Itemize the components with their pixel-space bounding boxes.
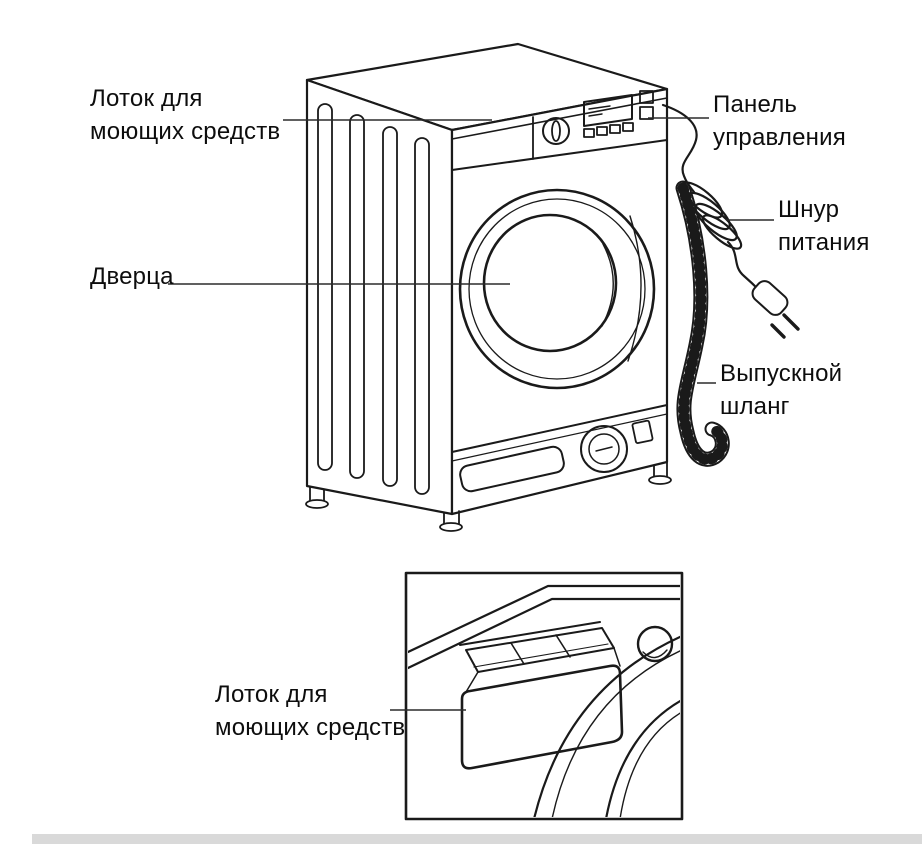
inset-worktop-front-edge <box>408 597 680 670</box>
label-drain-hose: Выпускной шланг <box>720 360 843 420</box>
panel-bottom-seam <box>451 139 668 171</box>
drain-hose-drawing <box>675 180 730 467</box>
leader-lines <box>168 117 774 711</box>
door-mid-ring <box>468 198 646 380</box>
side-panel-ribs <box>317 103 430 495</box>
display <box>583 94 633 127</box>
inset-drawer-front-panel <box>460 664 624 770</box>
base-kick-panel <box>451 404 668 493</box>
label-detergent-tray-inset: Лоток для моющих средств <box>215 681 406 741</box>
washing-machine-illustration <box>305 42 800 532</box>
inset-detergent-drawer <box>459 621 624 770</box>
door-drawing <box>458 188 656 390</box>
power-cord-drawing <box>661 103 800 339</box>
door-seam-arc <box>627 215 642 362</box>
door-porthole <box>482 213 618 353</box>
inset-border <box>404 571 684 821</box>
power-plug <box>751 280 800 339</box>
porthole-reflection <box>601 243 614 327</box>
control-panel-drawing <box>451 90 668 171</box>
inset-door-arcs <box>533 635 680 817</box>
kick-drawer <box>459 445 565 493</box>
pump-filter <box>580 425 628 473</box>
label-detergent-tray-top: Лоток для моющих средств <box>90 85 281 145</box>
inset-knob <box>636 625 674 663</box>
bottom-artifact-bar <box>32 834 922 844</box>
dial-slot <box>551 120 561 142</box>
machine-front-face <box>450 87 669 516</box>
machine-left-face <box>305 78 454 516</box>
dial-knob <box>542 117 570 145</box>
label-power-cord: Шнур питания <box>778 196 870 256</box>
inset-worktop-top-edge <box>408 584 680 654</box>
label-door: Дверца <box>90 263 174 290</box>
door-outer-ring <box>458 188 656 390</box>
feet <box>305 462 672 532</box>
detail-inset <box>404 571 684 821</box>
label-control-panel: Панель управления <box>713 91 846 151</box>
